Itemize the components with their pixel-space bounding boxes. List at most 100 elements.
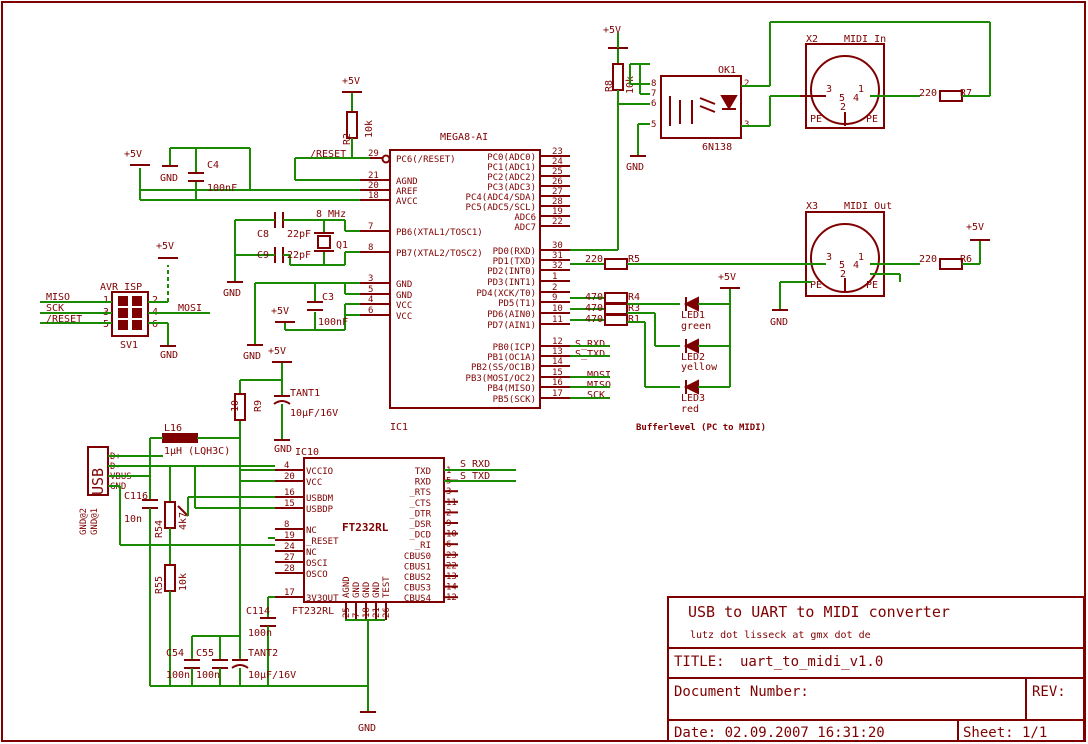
- q1-ref: Q1: [336, 240, 348, 251]
- ic10-pin-num: 11: [446, 498, 457, 508]
- ic10-pin-num: 13: [446, 572, 457, 582]
- c9-ref: C9: [257, 250, 269, 261]
- led3-ref: LED3: [681, 393, 705, 404]
- ic1-pin-name: PD2(INT0): [487, 267, 536, 277]
- title-email: lutz dot lisseck at gmx dot de: [690, 630, 871, 641]
- ic10-pin-num: 27: [284, 553, 295, 563]
- ic10-pin-name: USBDP: [306, 505, 334, 515]
- crystal-section: C8 22pF C9 22pF 8 MHz Q1 GND: [223, 209, 360, 299]
- ok1-body: [660, 75, 742, 139]
- ic10-pin-num: 16: [284, 488, 295, 498]
- x2-ref: X2: [806, 34, 818, 45]
- usb-ref: USB: [89, 468, 107, 495]
- r3-ref: R3: [628, 303, 640, 314]
- usb-gnd1: GND@1: [90, 508, 100, 535]
- title-heading: USB to UART to MIDI converter: [688, 603, 950, 621]
- x3-value: MIDI Out: [844, 201, 892, 212]
- vcc-label-r8: +5V: [603, 25, 621, 36]
- ic1-pin-num: 3: [368, 274, 373, 284]
- ic10-pin-num: 19: [284, 531, 295, 541]
- ic1-name: MEGA8-AI: [440, 132, 488, 143]
- ic10-pin-name: OSCO: [306, 570, 328, 580]
- ic1-pin-num: 9: [552, 293, 557, 303]
- supply-5v-c4: +5V: [124, 149, 150, 166]
- x2-value: MIDI In: [844, 34, 886, 45]
- ic10-pin-num: 15: [284, 499, 295, 509]
- led3-color: red: [681, 404, 699, 415]
- ic10-pin-name: NC: [306, 526, 317, 536]
- ic1-pin-num: 16: [552, 378, 563, 388]
- ic1-pin-name: PD0(RXD): [493, 247, 536, 257]
- gnd-label-crystal: GND: [223, 288, 241, 299]
- ic10-pin-name: _CTS: [409, 499, 431, 509]
- ic1-pin-num: 28: [552, 197, 563, 207]
- tant1-value: 10µF/16V: [290, 408, 338, 419]
- r2-ref: R2: [342, 133, 353, 145]
- ic10-pin-num: 28: [284, 564, 295, 574]
- ic1-pin-name: PC6(/RESET): [396, 155, 456, 165]
- ic1-pin-name: PC1(ADC1): [487, 163, 536, 173]
- ic10-pin-num: 18: [362, 607, 372, 618]
- ic10-part: FT232RL: [292, 606, 334, 617]
- usb-connector: [87, 446, 109, 496]
- x3-pin1: 1: [858, 252, 864, 263]
- r3-value: 470: [585, 303, 603, 314]
- tant1-ref: TANT1: [290, 388, 320, 399]
- ic10-left-pins: 4VCCIO20VCC16USBDM15USBDP8NC19_RESET24NC…: [275, 461, 339, 604]
- ic1-pin-name: PB0(ICP): [493, 343, 536, 353]
- c55-ref: C55: [196, 648, 214, 659]
- vcc-label-c3: +5V: [271, 306, 289, 317]
- vcc-label-isp: +5V: [156, 241, 174, 252]
- ic10-net-s-rxd: S_RXD: [460, 459, 490, 470]
- ic1-pin-name: PB5(SCK): [493, 395, 536, 405]
- ok1-pin8: 8: [651, 79, 656, 89]
- ic1-body: [389, 149, 541, 409]
- gnd-c4: GND: [160, 165, 178, 184]
- vcc-label-r2: +5V: [342, 76, 360, 87]
- net-label-s-rxd: S_RXD: [575, 339, 605, 350]
- vcc-label-ft: +5V: [268, 346, 286, 357]
- ic1-pin-name: VCC: [396, 312, 412, 322]
- c3-value: 100nF: [318, 317, 348, 328]
- ic1-pin-name: PD3(INT1): [487, 278, 536, 288]
- ic10-pin-num: 26: [382, 607, 392, 618]
- ic10-pin-num: 21: [372, 607, 382, 618]
- ic1-pin-num: 18: [368, 191, 379, 201]
- ic1-pin-name: PC3(ADC3): [487, 183, 536, 193]
- x3-pe-right: PE: [866, 280, 878, 291]
- gnd-label-ft: GND: [358, 723, 376, 734]
- tant2-ref: TANT2: [248, 648, 278, 659]
- ic10-pin-name: CBUS1: [404, 562, 431, 572]
- date-text: Date: 02.09.2007 16:31:20: [674, 725, 885, 741]
- ic10-pin-num: 2: [446, 508, 451, 518]
- ic1-pin-name: GND: [396, 280, 412, 290]
- c4-value: 100nF: [207, 183, 237, 194]
- gnd-label-ok1: GND: [626, 162, 644, 173]
- r6-ref: R6: [960, 254, 972, 265]
- ic10-pin-name: _DSR: [409, 520, 431, 530]
- x2-pin3: 3: [826, 84, 832, 95]
- ic10-pin-name: CBUS2: [404, 573, 431, 583]
- ic10-pin-num: 7: [352, 613, 362, 618]
- ic1-pin-num: 26: [552, 177, 563, 187]
- x3-pin2: 2: [840, 269, 846, 280]
- ic1-pin-num: 24: [552, 157, 563, 167]
- r9-ref: R9: [253, 400, 264, 412]
- ic10-pin-num: 14: [446, 583, 457, 593]
- ic1-pin-num: 23: [552, 147, 563, 157]
- ic10-pin-name: CBUS0: [404, 552, 431, 562]
- ic10-pin-num: 3: [446, 487, 451, 497]
- c9-value: 22pF: [287, 250, 311, 261]
- net-label-sck: SCK: [587, 390, 605, 401]
- r1-value: 470: [585, 314, 603, 325]
- ic10-pin-name: _DCD: [409, 531, 431, 541]
- led2-ref: LED2: [681, 352, 705, 363]
- ic1-pin-name: PD7(AIN1): [487, 321, 536, 331]
- x3-body: [805, 211, 885, 297]
- ic10-pin-name: _DTR: [409, 509, 431, 519]
- sv1-pin5: 5: [103, 319, 109, 330]
- usb-gnd2: GND@2: [79, 508, 89, 535]
- c54-ref: C54: [166, 648, 184, 659]
- ic1-pin-name: PD5(T1): [498, 299, 536, 309]
